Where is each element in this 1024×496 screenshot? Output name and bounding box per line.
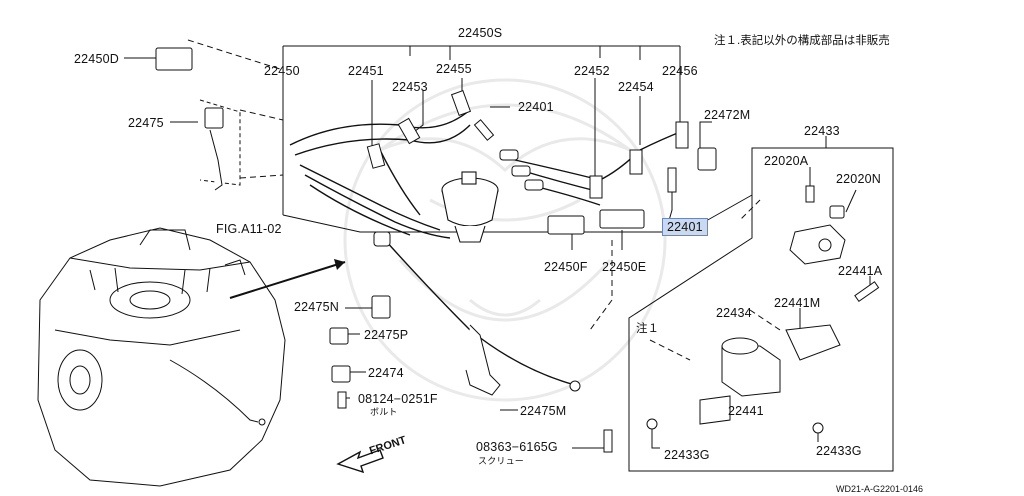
igniter-module	[789, 224, 846, 265]
engine-illustration	[37, 227, 286, 487]
part-label-22456[interactable]: 22456	[662, 64, 698, 78]
part-label-22441M[interactable]: 22441M	[774, 296, 821, 310]
wire-end	[569, 380, 581, 392]
elbow-boot	[373, 231, 391, 247]
part-label-08363-6165G[interactable]: 08363−6165G	[476, 440, 558, 454]
note-1-label: 注１	[636, 323, 659, 335]
part-label-22451[interactable]: 22451	[348, 64, 384, 78]
plug-boot	[450, 89, 472, 117]
part-label-22450F[interactable]: 22450F	[544, 260, 588, 274]
figure-reference[interactable]: FIG.A11-02	[216, 222, 282, 236]
spark-plug	[473, 119, 495, 141]
part-label-22475[interactable]: 22475	[128, 116, 164, 130]
part-label-22475N[interactable]: 22475N	[294, 300, 339, 314]
nut-22433G	[812, 422, 824, 434]
bolt-08124	[337, 391, 347, 409]
label-bolt: ボルト	[370, 407, 398, 417]
part-label-22450[interactable]: 22450	[264, 64, 300, 78]
part-label-22450D[interactable]: 22450D	[74, 52, 119, 66]
wire-clip	[155, 47, 193, 71]
clip-22474	[331, 365, 351, 383]
group-box-22433	[628, 147, 894, 472]
note-not-for-sale: 注１.表記以外の構成部品は非販売	[714, 35, 890, 47]
part-label-22475M[interactable]: 22475M	[520, 404, 567, 418]
front-arrow-icon	[336, 449, 384, 474]
screw-08363	[603, 429, 613, 453]
nut-22433G	[646, 418, 658, 430]
wire-clip	[547, 215, 585, 235]
figure-pointer-arrow	[229, 261, 346, 299]
part-label-22441[interactable]: 22441	[728, 404, 764, 418]
part-label-22401[interactable]: 22401	[518, 100, 554, 114]
bracket-22441M	[785, 324, 841, 361]
dashed-guide	[589, 240, 613, 331]
bracket-22475-arm	[209, 129, 223, 191]
plug-boot	[397, 117, 421, 145]
part-label-22433G-left[interactable]: 22433G	[664, 448, 710, 462]
plug-boot	[629, 149, 643, 175]
wire-clip	[697, 147, 717, 171]
wire-clip	[599, 209, 645, 229]
part-label-22452[interactable]: 22452	[574, 64, 610, 78]
plug-boot	[511, 165, 531, 177]
leader-line	[845, 189, 857, 213]
leader-line	[651, 428, 660, 449]
ignition-coil	[721, 345, 781, 397]
dashed-guide	[649, 339, 691, 361]
clip-22475P	[329, 327, 349, 345]
bracket-22475	[204, 107, 224, 129]
watermark-logo	[343, 78, 667, 402]
drawing-code: WD21-A-G2201-0146	[836, 484, 924, 494]
label-screw: スクリュー	[478, 456, 525, 466]
part-label-22454[interactable]: 22454	[618, 80, 654, 94]
bracket-22475M	[465, 324, 501, 396]
plug-boot	[675, 121, 689, 149]
dashed-guide	[239, 109, 284, 121]
dashed-guide	[239, 174, 284, 179]
part-label-22434[interactable]: 22434	[716, 306, 752, 320]
bolt-22020A	[805, 185, 815, 203]
plug-boot	[366, 143, 386, 169]
dashed-guide	[187, 39, 284, 71]
dashed-guide	[739, 199, 761, 221]
coil-bracket	[699, 395, 731, 425]
part-label-22433[interactable]: 22433	[804, 124, 840, 138]
spark-plug	[667, 167, 677, 193]
part-label-22450S[interactable]: 22450S	[458, 26, 503, 40]
plug-boot	[499, 149, 519, 161]
distributor-cap	[441, 171, 499, 243]
part-label-08124-0251F[interactable]: 08124−0251F	[358, 392, 438, 406]
part-label-22433G-right[interactable]: 22433G	[816, 444, 862, 458]
part-label-22475P[interactable]: 22475P	[364, 328, 409, 342]
plug-boot	[589, 175, 603, 199]
connector-22020N	[829, 205, 845, 219]
part-label-22472M[interactable]: 22472M	[704, 108, 751, 122]
clip-22475N	[371, 295, 391, 319]
part-label-22401-highlighted[interactable]: 22401	[662, 218, 708, 236]
leader-line	[699, 121, 712, 150]
bolt-22441A	[854, 281, 880, 303]
part-label-22455[interactable]: 22455	[436, 62, 472, 76]
part-label-22450E[interactable]: 22450E	[602, 260, 647, 274]
part-label-22453[interactable]: 22453	[392, 80, 428, 94]
part-label-22474[interactable]: 22474	[368, 366, 404, 380]
part-label-22441A[interactable]: 22441A	[838, 264, 883, 278]
plug-boot	[524, 179, 544, 191]
dashed-guide	[749, 309, 781, 331]
part-label-22020N[interactable]: 22020N	[836, 172, 881, 186]
part-label-22020A[interactable]: 22020A	[764, 154, 809, 168]
